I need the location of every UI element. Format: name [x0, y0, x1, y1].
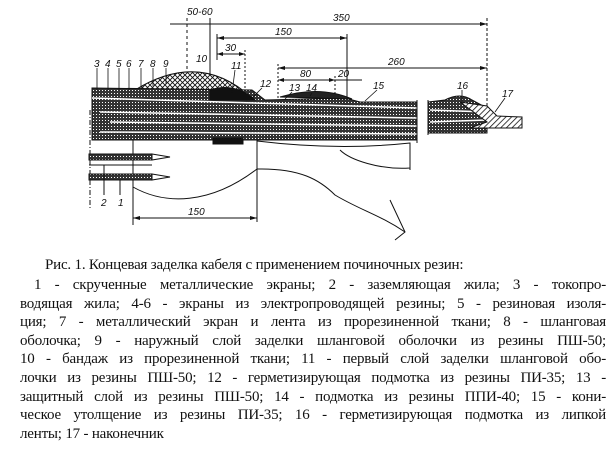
dimension-arrows: [133, 22, 487, 220]
label-15: 15: [373, 81, 385, 92]
label-16: 16: [457, 81, 469, 92]
cable-body: [91, 71, 418, 241]
dim-260: 260: [387, 57, 405, 68]
label-4: 4: [105, 59, 111, 70]
dim-350: 350: [333, 13, 350, 24]
dim-30: 30: [225, 43, 237, 54]
legend-line: лочки из резины ПШ-50; 12 - герметизирую…: [20, 369, 606, 386]
dim-80: 80: [300, 69, 312, 80]
legend-line: водящая жила; 4-6 - экраны из электропро…: [20, 295, 606, 312]
label-12: 12: [260, 79, 272, 90]
label-1: 1: [118, 198, 124, 209]
legend-line: ческое утолщение из резины ПИ-35; 16 - г…: [20, 407, 606, 424]
label-11: 11: [231, 61, 241, 72]
legend-line: 1 - скрученные металлические экраны; 2 -…: [34, 277, 606, 293]
label-6: 6: [126, 59, 132, 70]
dim-150-bottom: 150: [188, 207, 205, 218]
figure-caption-legend: 1 - скрученные металлические экраны; 2 -…: [20, 276, 606, 443]
legend-line: 10 - бандаж из прорезиненной ткани; 11 -…: [20, 351, 606, 368]
label-3: 3: [94, 59, 100, 70]
label-10: 10: [196, 54, 208, 65]
label-13: 13: [289, 83, 301, 94]
legend-line: защитный слой из резины ПШ-50; 14 - подм…: [20, 388, 606, 405]
figure-caption-title: Рис. 1. Концевая заделка кабеля с примен…: [45, 257, 464, 273]
label-17: 17: [502, 89, 514, 100]
label-7: 7: [138, 59, 144, 70]
cable-end-segment: [416, 95, 523, 143]
label-2: 2: [100, 198, 107, 209]
dim-150-top: 150: [275, 27, 292, 38]
legend-line: ленты; 17 - наконечник: [20, 425, 164, 442]
dim-50-60: 50-60: [187, 7, 213, 18]
dim-20: 20: [337, 69, 350, 80]
label-8: 8: [150, 59, 156, 70]
legend-line: оболочка; 9 - наружный слой заделки шлан…: [20, 332, 606, 349]
leader-lines: [96, 68, 506, 113]
legend-line: ция; 7 - металлический экран и лента из …: [20, 314, 606, 331]
label-9: 9: [163, 59, 169, 70]
conductors: [88, 153, 171, 195]
label-5: 5: [116, 59, 122, 70]
cable-termination-drawing: 50-60 350 150 30 260 80 20 150 1 2 3 4 5…: [88, 7, 523, 241]
label-14: 14: [306, 83, 318, 94]
